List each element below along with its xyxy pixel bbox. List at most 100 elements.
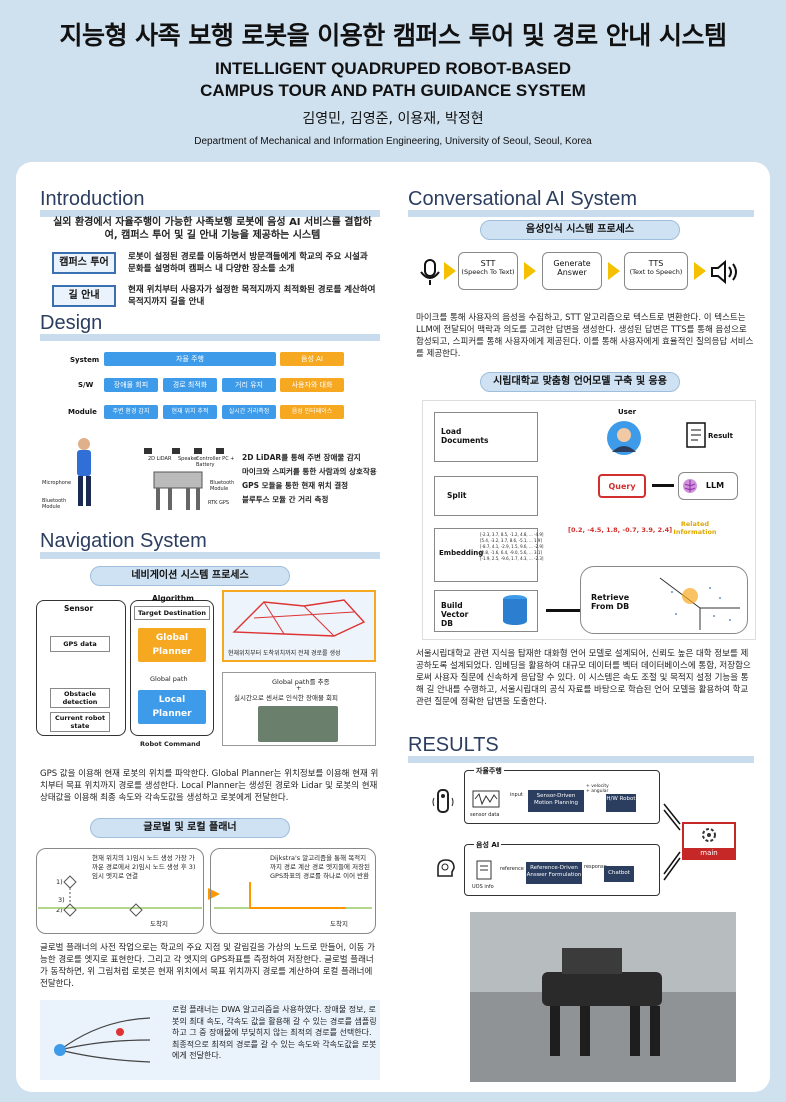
- sensor-label: Sensor: [64, 604, 94, 613]
- robot-photo-illustration: [470, 912, 736, 1082]
- title-english: INTELLIGENT QUADRUPED ROBOT-BASED CAMPUS…: [0, 58, 786, 102]
- hw-speaker: Speaker: [178, 456, 199, 462]
- intro-heading-bar: [40, 210, 380, 217]
- step-b-arrive: 도착지: [330, 920, 348, 928]
- hw-robot-box: H/W Robot: [606, 794, 636, 812]
- current-state-box: Current robot state: [50, 712, 110, 732]
- arrow-db-retrieve: [546, 609, 582, 612]
- user-avatar-icon: [607, 421, 641, 455]
- chatbot-box: Chatbot: [604, 866, 634, 882]
- gear-icon: [702, 828, 716, 842]
- sw-distance: 거리 유지: [222, 378, 276, 392]
- embedding-label: Embedding: [439, 549, 484, 557]
- merge-lines: [663, 803, 681, 881]
- emb-row-3: [-8.7, 4.1, -2.9, 1.5, 9.6, ... -2.9]: [480, 544, 544, 549]
- tag-campus-tour: 캠퍼스 투어: [52, 252, 116, 274]
- result-document-icon: [686, 422, 706, 448]
- step-a-n1: 1): [56, 878, 63, 886]
- emb-row-4: [2.8, -1.6, 6.4, -9.0, 5.6, ... 3.1]: [480, 550, 542, 555]
- results-heading-bar: [408, 756, 754, 763]
- tag-path-guide: 길 안내: [52, 285, 116, 307]
- speaker-icon: [711, 259, 737, 285]
- query-vector: [0.2, -4.5, 1.8, -0.7, 3.9, 2.4]: [568, 526, 673, 534]
- local-planner-section: [40, 1000, 380, 1080]
- llm-pill: 시립대학교 맞춤형 언어모델 구축 및 응용: [480, 372, 680, 392]
- design-heading: Design: [40, 312, 103, 334]
- embedding-vectors: [-2.3, 3.7, 8.5, -1.2, 4.8, ... -4.9] [5…: [480, 532, 543, 562]
- step-b-text: Dijkstra's 알고리즘을 통해 목적지까지 경로 계산 경로 엣지들에 …: [270, 854, 371, 880]
- related-info: Related Information: [673, 520, 717, 536]
- step-a-arrive: 도착지: [150, 920, 168, 928]
- user-label: User: [618, 408, 637, 416]
- gen-sub: Answer: [557, 268, 587, 277]
- query-box: Query: [598, 474, 646, 498]
- results-heading: RESULTS: [408, 734, 499, 756]
- global-planner-box: Global Planner: [138, 628, 206, 662]
- database-icon: [503, 595, 527, 625]
- robot-command-label: Robot Command: [140, 740, 201, 748]
- build-label: Build Vector DB: [441, 601, 469, 628]
- map-panel: [222, 590, 376, 662]
- group-autonomous-label: 자율주행: [474, 766, 504, 776]
- step-a-text: 현재 위치의 1)임시 노드 생성 가장 가까운 경로에서 2)임시 노드 생성…: [92, 854, 196, 880]
- arrow-mic-stt: [444, 262, 456, 280]
- conv-heading-bar: [408, 210, 754, 217]
- stt-sub: (Speech To Text): [461, 268, 515, 276]
- lp-caption-3: 실시간으로 센서로 인식한 장애물 회피: [234, 694, 338, 702]
- lp-caption-1: Global path를 추종: [272, 678, 330, 686]
- answer-formulation-box: Reference-Driven Answer Formulation: [526, 862, 582, 884]
- llm-body: 서울시립대학교 관련 지식을 탑재한 대화형 언어 모델로 설계되어, 신뢰도 …: [416, 649, 751, 707]
- split-box: Split: [434, 476, 538, 516]
- hw-bt-2: Bluetooth Module: [210, 480, 235, 492]
- microphone-icon: [420, 259, 440, 285]
- gps-data-box: GPS data: [50, 636, 110, 652]
- emb-row-5: [-1.9, 2.5, -9.6, 1.7, 4.3, ... -2.3]: [480, 556, 544, 561]
- voice-body: 마이크를 통해 사용자의 음성을 수집하고, STT 알고리즘으로 텍스트로 변…: [416, 313, 754, 359]
- planner-step-b: [210, 848, 376, 934]
- global-path-label: Global path: [150, 675, 188, 683]
- retrieve-label: Retrieve From DB: [591, 593, 630, 611]
- feature-bt: 블루투스 모듈 간 거리 측정: [242, 495, 329, 504]
- step-a-n3: 3): [58, 896, 65, 904]
- result-label: Result: [708, 432, 734, 440]
- hw-bt-1: Bluetooth Module: [42, 498, 67, 510]
- title-english-line2: CAMPUS TOUR AND PATH GUIDANCE SYSTEM: [200, 81, 586, 100]
- load-documents-box: Load Documents: [434, 412, 538, 462]
- campus-tour-desc: 로봇이 설정된 경로를 이동하면서 방문객들에게 학교의 주요 시설과 문화를 …: [128, 252, 368, 274]
- velocity-label: + velocity + angular: [586, 784, 609, 794]
- module-pos: 현재 위치 추적: [163, 405, 217, 419]
- group-voice-label: 음성 AI: [474, 840, 502, 850]
- target-destination: Target Destination: [134, 606, 210, 620]
- system-voice-ai: 음성 AI: [280, 352, 344, 366]
- hw-controller: Controller PC + Battery: [196, 456, 235, 468]
- document-stack-icon: [476, 860, 492, 880]
- intro-lead: 실외 환경에서 자율주행이 가능한 사족보행 로봇에 음성 AI 서비스를 결합…: [53, 217, 372, 241]
- local-planner-box: Local Planner: [138, 690, 206, 724]
- split-label: Split: [447, 491, 467, 500]
- algorithm-label: Algorithm: [152, 594, 194, 603]
- generate-box: Generate Answer: [542, 252, 602, 290]
- local-planner-body: 로컬 플래너는 DWA 알고리즘을 사용하였다. 장애물 정보, 로봇의 최대 …: [172, 1005, 377, 1060]
- emb-row-2: [5.4, -3.2, 3.7, 8.6, -5.1, ... 1.9]: [480, 538, 542, 543]
- reference-label: reference: [500, 866, 524, 872]
- map-caption: 현재위치부터 도착위치까지 전체 경로를 생성: [228, 650, 341, 657]
- lp-caption-2: +: [296, 684, 302, 692]
- module-env: 주변 환경 감지: [104, 405, 158, 419]
- system-autonomous: 자율 주행: [104, 352, 276, 366]
- stt-box: STT (Speech To Text): [458, 252, 518, 290]
- arrow-query-llm: [652, 484, 674, 487]
- path-guide-desc: 현재 위치부터 사용자가 설정한 목적지까지 최적화된 경로를 계산하여 목적지…: [128, 285, 376, 307]
- load-label: Load Documents: [441, 427, 489, 445]
- input-label: input: [510, 792, 523, 798]
- tts-sub: (Text to Speech): [629, 268, 683, 276]
- main-label: main: [684, 848, 734, 858]
- nav-process-pill: 네비게이션 시스템 프로세스: [90, 566, 290, 586]
- ai-head-icon: [437, 859, 455, 877]
- feature-lidar: 2D LiDAR를 통해 주변 장애물 감지: [242, 453, 361, 462]
- step-a-n2: 2): [56, 906, 63, 914]
- poster-header: 지능형 사족 보행 로봇을 이용한 캠퍼스 투어 및 경로 안내 시스템 INT…: [0, 0, 786, 160]
- robot-controller-icon: [432, 789, 454, 813]
- voice-process-pill: 음성인식 시스템 프로세스: [480, 220, 680, 240]
- brain-icon: [683, 479, 697, 493]
- nav-body: GPS 값을 이용해 현재 로봇의 위치를 파악한다. Global Plann…: [40, 769, 379, 803]
